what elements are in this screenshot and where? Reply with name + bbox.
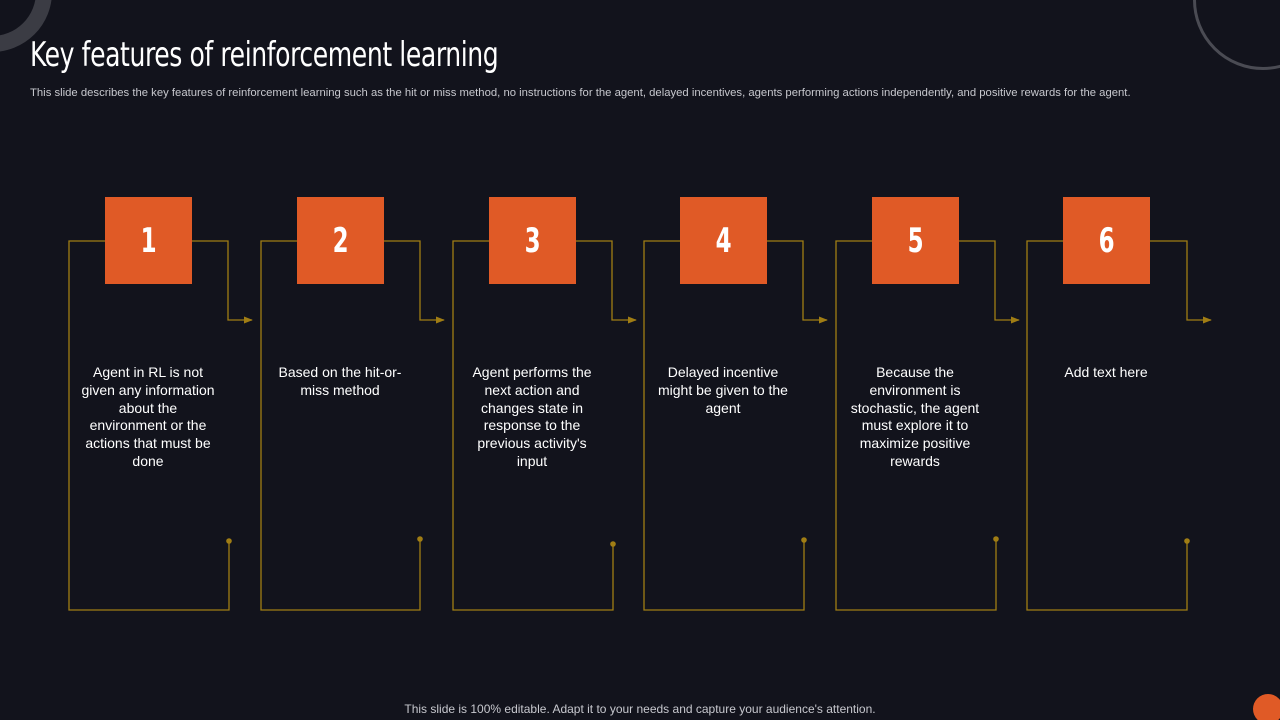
- step-number-box-6: 6: [1063, 197, 1150, 284]
- step-frame-2: [260, 240, 445, 611]
- slide-subtitle: This slide describes the key features of…: [30, 87, 1131, 99]
- step-description-2: Based on the hit-or-miss method: [278, 364, 402, 398]
- step-number-box-5: 5: [872, 197, 959, 284]
- step-description-4: Delayed incentive might be given to the …: [658, 364, 788, 416]
- step-number: 6: [1098, 220, 1115, 261]
- step-number: 5: [907, 220, 924, 261]
- step-number-box-3: 3: [489, 197, 576, 284]
- step-frame-4: [643, 240, 828, 611]
- step-number: 4: [715, 220, 732, 261]
- corner-accent-dot: [1253, 694, 1280, 720]
- step-number-box-1: 1: [105, 197, 192, 284]
- step-number: 3: [524, 220, 541, 261]
- step-frame-3: [452, 240, 637, 611]
- step-number-box-4: 4: [680, 197, 767, 284]
- slide-title: Key features of reinforcement learning: [30, 35, 499, 75]
- step-number-box-2: 2: [297, 197, 384, 284]
- step-frame-5: [835, 240, 1020, 611]
- step-description-5: Because the environment is stochastic, t…: [850, 364, 980, 469]
- slide-footer: This slide is 100% editable. Adapt it to…: [404, 702, 876, 716]
- step-description-1: Agent in RL is not given any information…: [81, 364, 215, 469]
- step-frame-1: [68, 240, 253, 611]
- step-description-3: Agent performs the next action and chang…: [472, 364, 592, 469]
- step-number: 2: [332, 220, 349, 261]
- step-frame-6: [1026, 240, 1212, 611]
- step-number: 1: [140, 220, 157, 261]
- step-description-6: Add text here: [1064, 364, 1148, 380]
